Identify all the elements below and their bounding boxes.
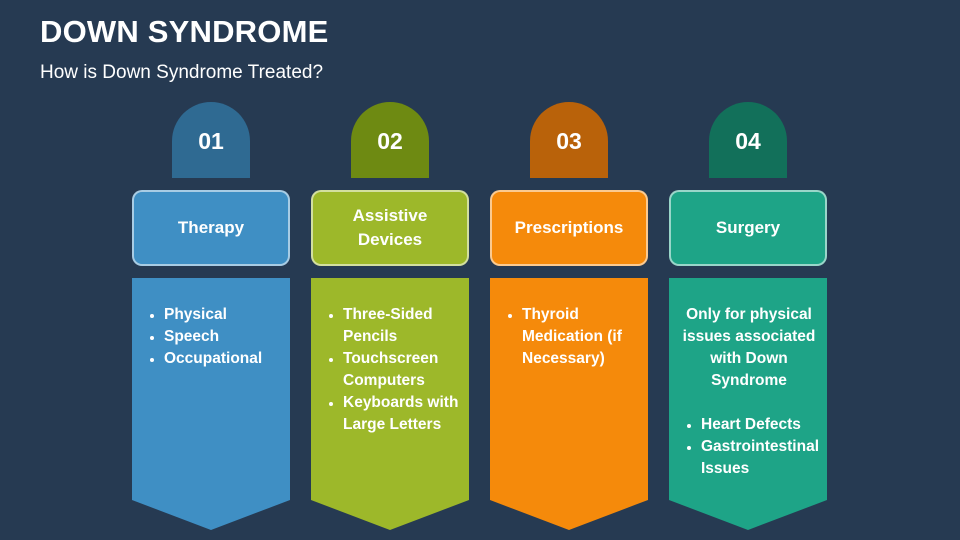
list-item: Keyboards with Large Letters [343, 392, 461, 436]
content-text: Physical Speech Occupational [142, 304, 282, 370]
bullet-list: Heart Defects Gastrointestinal Issues [679, 414, 819, 480]
number-label: 03 [556, 128, 582, 154]
column-therapy: 01 Therapy Physical Speech Occupational [132, 0, 290, 540]
content-text: Three-Sided Pencils Touchscreen Computer… [321, 304, 461, 436]
header-line: Assistive [352, 206, 428, 225]
list-item: Thyroid Medication (if Necessary) [522, 304, 640, 370]
column-prescriptions: 03 Prescriptions Thyroid Medication (if … [490, 0, 648, 540]
number-label: 04 [735, 128, 761, 154]
content-text: Thyroid Medication (if Necessary) [500, 304, 640, 370]
header-label: Therapy [177, 218, 245, 237]
number-label: 01 [198, 128, 224, 154]
content-panel [132, 278, 290, 530]
column-header: Assistive Devices [311, 190, 469, 266]
header-label: Surgery [715, 218, 781, 237]
content-panel [669, 278, 827, 530]
number-tab: 04 [709, 102, 787, 178]
bullet-list: Physical Speech Occupational [142, 304, 282, 370]
list-item: Occupational [164, 348, 282, 370]
header-line: Devices [357, 230, 423, 249]
list-item: Three-Sided Pencils [343, 304, 461, 348]
content-text: Only for physical issues associated with… [679, 304, 819, 480]
number-tab: 01 [172, 102, 250, 178]
column-header: Therapy [132, 190, 290, 266]
list-item: Heart Defects [701, 414, 819, 436]
number-tab: 02 [351, 102, 429, 178]
column-surgery: 04 Surgery Only for physical issues asso… [669, 0, 827, 540]
bullet-list: Three-Sided Pencils Touchscreen Computer… [321, 304, 461, 436]
number-label: 02 [377, 128, 403, 154]
bullet-list: Thyroid Medication (if Necessary) [500, 304, 640, 370]
header-label: Prescriptions [514, 218, 624, 237]
header-label: Assistive Devices [353, 204, 428, 252]
column-header: Surgery [669, 190, 827, 266]
column-header: Prescriptions [490, 190, 648, 266]
list-item: Touchscreen Computers [343, 348, 461, 392]
list-item: Gastrointestinal Issues [701, 436, 819, 480]
column-assistive-devices: 02 Assistive Devices Three-Sided Pencils… [311, 0, 469, 540]
content-panel [311, 278, 469, 530]
content-panel [490, 278, 648, 530]
slide-subtitle: How is Down Syndrome Treated? [40, 62, 324, 83]
list-item: Speech [164, 326, 282, 348]
number-tab: 03 [530, 102, 608, 178]
list-item: Physical [164, 304, 282, 326]
intro-text: Only for physical issues associated with… [682, 306, 816, 389]
slide-title: DOWN SYNDROME [40, 14, 329, 49]
